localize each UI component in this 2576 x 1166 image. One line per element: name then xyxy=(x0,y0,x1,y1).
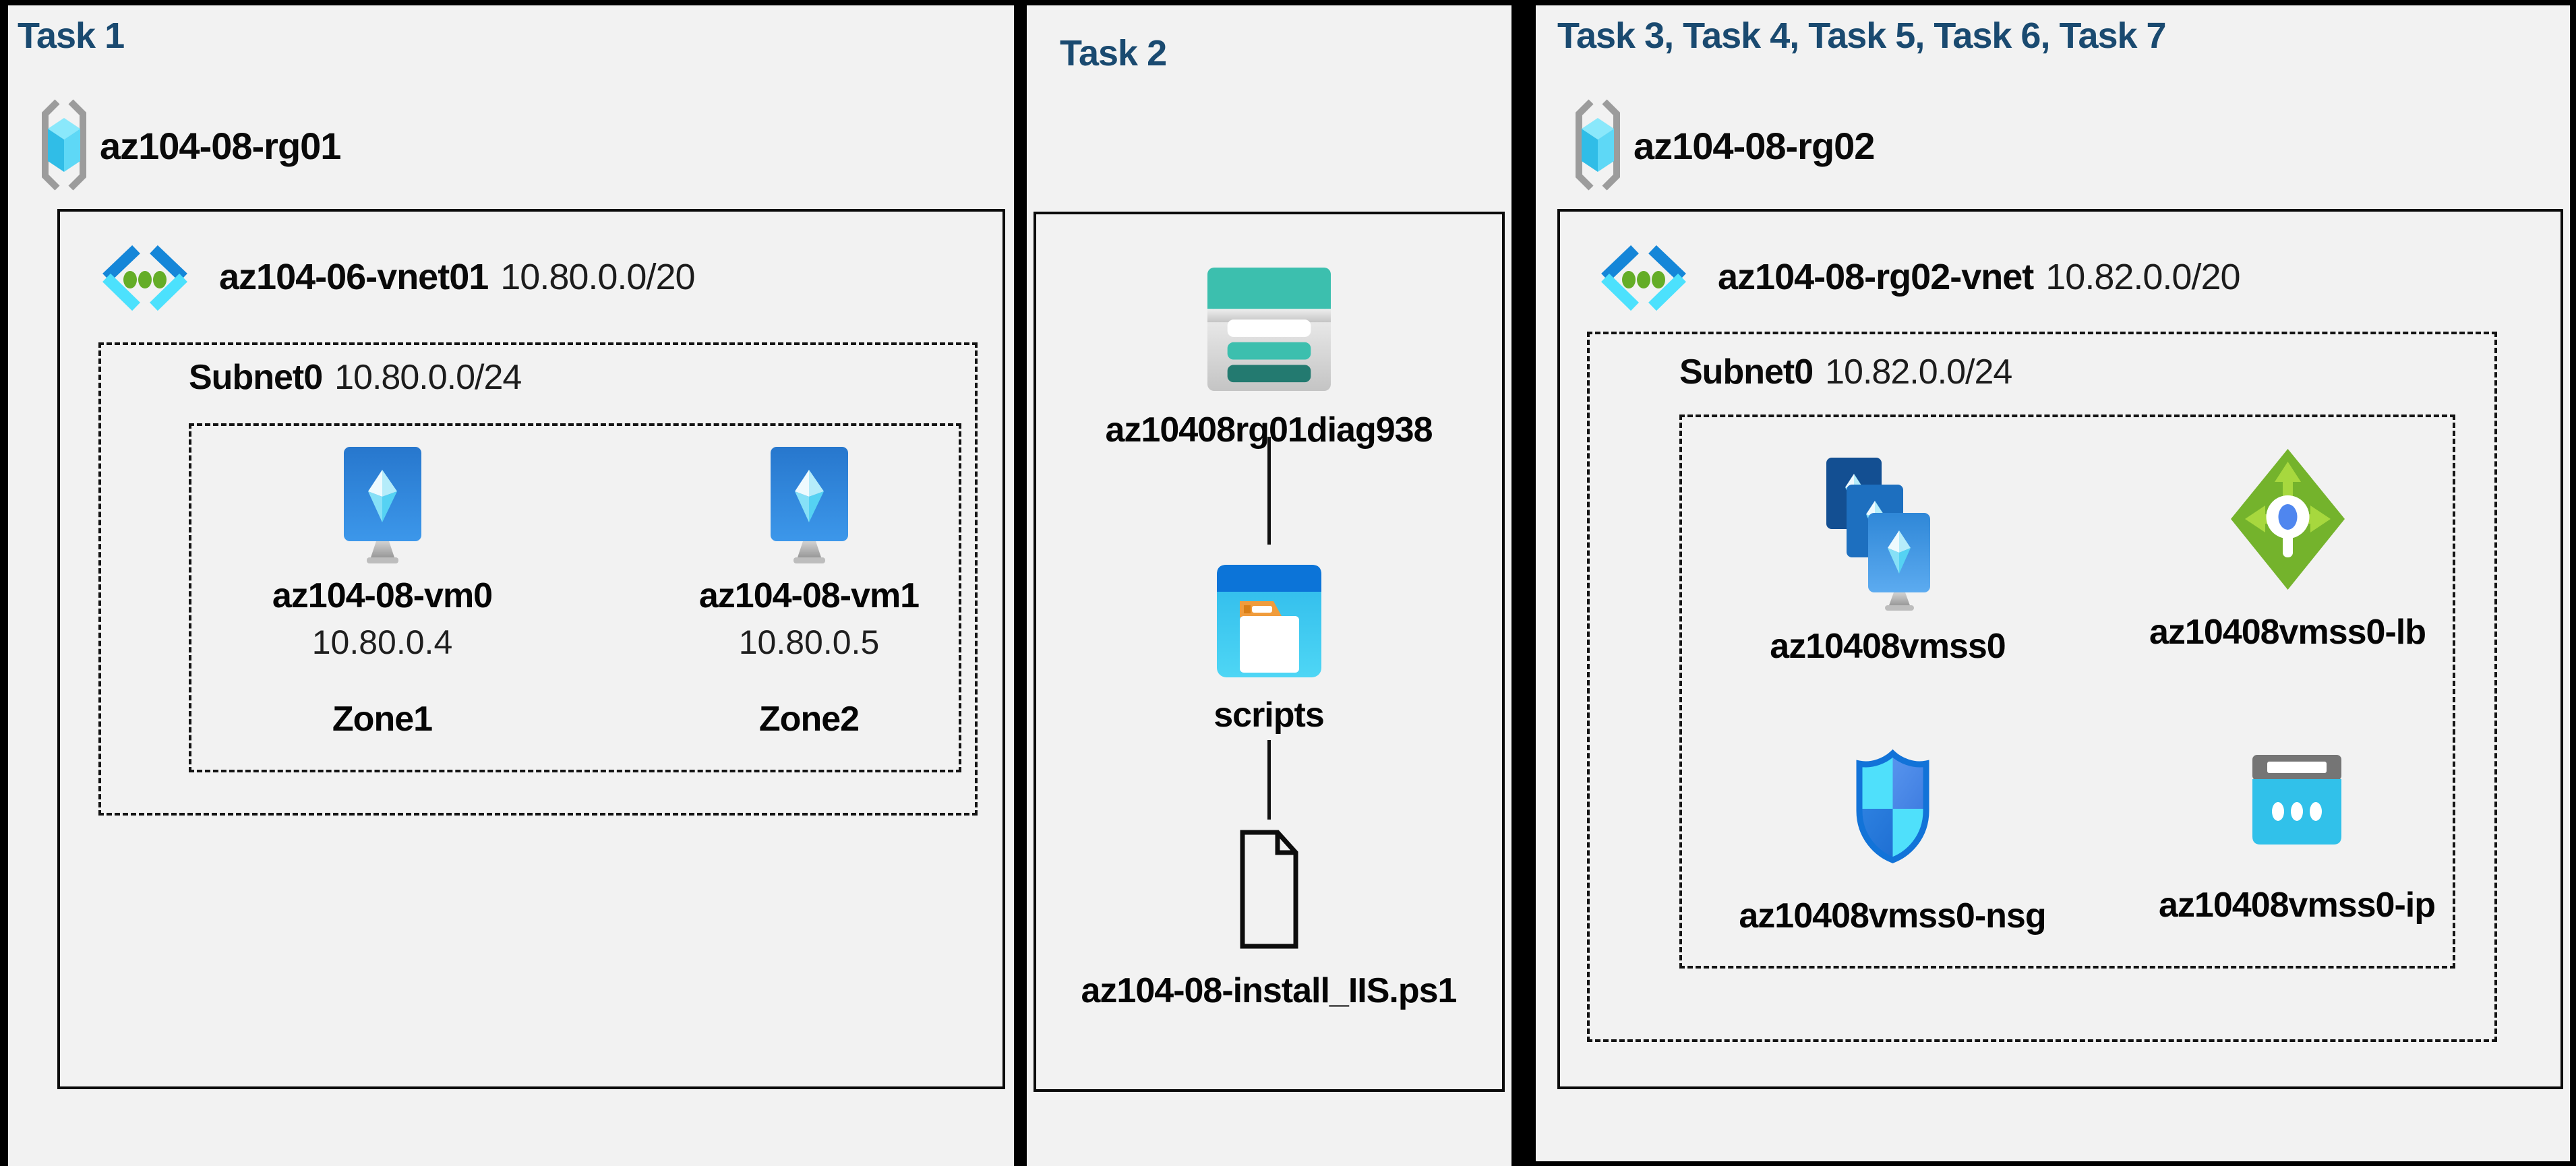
subnet-label: Subnet0 10.80.0.0/24 xyxy=(189,357,522,398)
storage-account-item: az10408rg01diag938 xyxy=(1094,268,1444,450)
virtual-network-icon xyxy=(94,243,196,313)
vm-name: az104-08-vm1 xyxy=(698,576,920,615)
container-item: scripts xyxy=(1094,565,1444,735)
vm-item: az104-08-vm1 10.80.0.5 Zone2 xyxy=(681,447,937,739)
resource-group-label: az104-08-rg02 xyxy=(1634,125,1875,167)
vnet-box xyxy=(57,209,1005,1089)
vnet-name: az104-08-rg02-vnet xyxy=(1718,257,2034,297)
resource-item: az10408vmss0-lb xyxy=(2112,447,2463,652)
vm-name: az104-08-vm0 xyxy=(272,576,493,615)
resource-group-icon xyxy=(37,98,91,192)
resource-item: az10408vmss0-ip xyxy=(2122,755,2472,925)
vm-zone: Zone1 xyxy=(332,700,433,739)
subnet-box xyxy=(98,342,978,816)
blob-container-icon xyxy=(1216,565,1321,677)
subnet-box xyxy=(1587,332,2497,1042)
resource-label: az10408vmss0-nsg xyxy=(1739,896,2046,935)
panel-task-3-7: Task 3, Task 4, Task 5, Task 6, Task 7 a… xyxy=(1536,5,2570,1161)
storage-account-icon xyxy=(1207,268,1331,391)
vnet-label: az104-08-rg02-vnet 10.82.0.0/20 xyxy=(1718,256,2241,298)
panel-title: Task 2 xyxy=(1060,33,1167,73)
vm-group-box xyxy=(189,423,961,772)
virtual-machine-icon xyxy=(764,447,855,565)
vnet-box xyxy=(1557,209,2563,1089)
vm-item: az104-08-vm0 10.80.0.4 Zone1 xyxy=(254,447,510,739)
resource-group-label: az104-08-rg01 xyxy=(100,125,341,167)
resource-item: az10408vmss0 xyxy=(1712,456,2063,667)
vm-ip: 10.80.0.4 xyxy=(311,623,453,661)
subnet-cidr: 10.82.0.0/24 xyxy=(1825,352,2012,392)
subnet-label: Subnet0 10.82.0.0/24 xyxy=(1679,352,2012,392)
panel-task-2: Task 2 az10408rg01diag938 xyxy=(1027,5,1511,1166)
script-file-item: az104-08-install_IIS.ps1 xyxy=(1081,827,1457,1011)
subnet-name: Subnet0 xyxy=(1679,352,1814,392)
load-balancer-icon xyxy=(2229,447,2347,592)
vm-scale-set-icon xyxy=(1824,456,1952,611)
subnet-name: Subnet0 xyxy=(189,358,323,397)
vnet-name: az104-06-vnet01 xyxy=(219,257,489,297)
resource-label: az10408vmss0-ip xyxy=(2159,886,2436,925)
panel-title: Task 1 xyxy=(18,16,125,56)
resource-group-box xyxy=(1679,415,2455,969)
storage-box xyxy=(1034,212,1505,1092)
virtual-machine-icon xyxy=(337,447,428,565)
vm-zone: Zone2 xyxy=(758,700,860,739)
subnet-cidr: 10.80.0.0/24 xyxy=(334,358,522,397)
resource-group-icon xyxy=(1571,98,1625,192)
panel-title: Task 3, Task 4, Task 5, Task 6, Task 7 xyxy=(1557,16,2167,56)
connector-line xyxy=(1267,437,1271,545)
container-label: scripts xyxy=(1214,696,1325,735)
file-label: az104-08-install_IIS.ps1 xyxy=(1081,971,1458,1010)
resource-label: az10408vmss0-lb xyxy=(2149,613,2426,652)
resource-item: az10408vmss0-nsg xyxy=(1717,747,2068,936)
vm-ip: 10.80.0.5 xyxy=(738,623,880,661)
vnet-cidr: 10.80.0.0/20 xyxy=(500,257,695,297)
panel-task-1: Task 1 az104-08-rg01 xyxy=(8,5,1014,1166)
connector-line xyxy=(1267,740,1271,820)
vnet-label: az104-06-vnet01 10.80.0.0/20 xyxy=(219,256,696,298)
file-icon xyxy=(1237,827,1301,952)
resource-label: az10408vmss0 xyxy=(1770,627,2006,666)
network-security-group-icon xyxy=(1851,747,1935,865)
virtual-network-icon xyxy=(1593,243,1694,313)
public-ip-icon xyxy=(2250,755,2344,846)
vnet-cidr: 10.82.0.0/20 xyxy=(2045,257,2240,297)
